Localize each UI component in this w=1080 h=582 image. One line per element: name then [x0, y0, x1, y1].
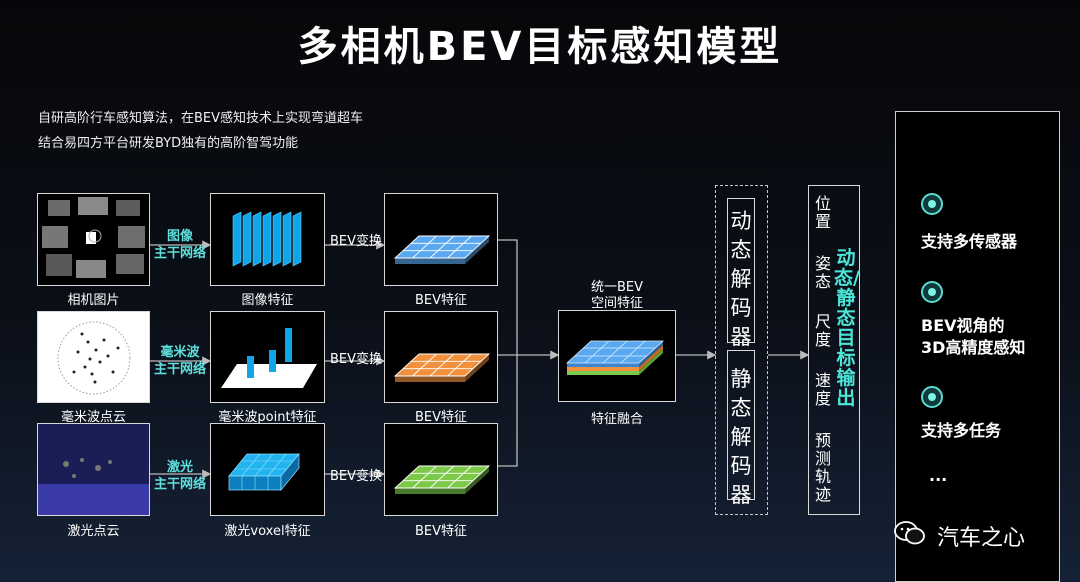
dynamic-decoder-label: 动态解码器	[730, 209, 752, 349]
image-feature-label: 图像特征	[241, 293, 294, 308]
bev-feature-box-lidar	[384, 423, 498, 516]
output-pose: 姿态	[814, 254, 831, 291]
static-decoder: 静态解码器	[727, 350, 755, 507]
radar-feature-label: 毫米波point特征	[218, 410, 317, 425]
lidar-points-box	[37, 423, 150, 516]
lidar-feature-label: 激光voxel特征	[224, 524, 311, 539]
bev-grid-line	[429, 353, 455, 377]
lidar-feature-box	[210, 423, 325, 516]
bev-grid-line	[447, 235, 472, 259]
bev-grid-side	[465, 236, 489, 264]
output-title: 动态/静态目标输出	[834, 247, 860, 409]
bev-transform-label-2: BEV变换	[330, 352, 383, 367]
bev-feature-label-lidar: BEV特征	[414, 524, 468, 539]
watermark-text: 汽车之心	[937, 526, 1026, 551]
bev-grid-lidar	[393, 465, 491, 494]
unified-bev-label: 统一BEV 空间特征	[590, 280, 644, 311]
bev-grid-radar	[393, 353, 491, 382]
output-position: 位置	[814, 194, 831, 231]
output-trajectory: 预测轨迹	[814, 431, 831, 504]
feature-multi-sensor: 支持多传感器	[921, 232, 1018, 251]
lidar-backbone-label: 激光 主干网络	[153, 460, 206, 492]
intro-line-1: 自研高阶行车感知算法，在BEV感知技术上实现弯道超车	[38, 111, 364, 126]
bev-grid-front	[395, 488, 465, 494]
bev-feature-box-camera	[384, 193, 498, 286]
page-title: 多相机BEV目标感知模型	[297, 24, 783, 70]
bev-transform-label-1: BEV变换	[330, 234, 383, 249]
image-feature-maps	[232, 211, 302, 267]
bev-grid-front	[395, 376, 465, 382]
bev-feature-box-radar	[384, 311, 498, 403]
bev-grid-line	[447, 465, 472, 489]
bev-grid-front	[395, 258, 465, 264]
intro-line-2: 结合易四方平台研发BYD独有的高阶智驾功能	[38, 136, 299, 151]
fusion-box	[558, 310, 676, 402]
bev-grid-line	[412, 353, 437, 377]
feature-ellipsis: ...	[929, 466, 948, 485]
bev-grid-line	[429, 465, 455, 489]
lidar-point-cloud	[38, 424, 149, 515]
bullet-icon	[921, 193, 943, 215]
image-feature-box	[210, 193, 325, 286]
bev-grid-side	[465, 354, 489, 382]
bev-feature-label-camera: BEV特征	[414, 293, 468, 308]
output-scale: 尺度	[814, 312, 831, 349]
bev-grid-side	[465, 466, 489, 494]
lidar-voxel-feature	[228, 453, 300, 491]
radar-point-cloud	[38, 312, 149, 402]
bullet-icon	[921, 281, 943, 303]
bev-grid-line	[429, 235, 455, 259]
radar-feature-box	[210, 311, 325, 403]
feature-bev-view: BEV视角的	[921, 316, 1005, 335]
fused-bev-stack	[565, 340, 665, 375]
bev-feature-label-radar: BEV特征	[414, 410, 468, 425]
camera-images-label: 相机图片	[67, 293, 120, 308]
feature-fusion-label: 特征融合	[590, 412, 643, 427]
radar-points-box	[37, 311, 150, 403]
bev-grid-line	[447, 353, 472, 377]
feature-panel	[895, 111, 1060, 582]
bev-grid-line	[412, 465, 437, 489]
lidar-points-label: 激光点云	[67, 524, 120, 539]
dynamic-decoder: 动态解码器	[727, 198, 755, 349]
radar-point-feature	[221, 328, 317, 388]
camera-images-thumbnail	[42, 197, 145, 278]
bev-transform-label-3: BEV变换	[330, 469, 383, 484]
bev-grid-camera	[393, 235, 491, 264]
image-backbone-label: 图像 主干网络	[153, 229, 206, 261]
bullet-icon	[921, 386, 943, 408]
output-box	[808, 185, 860, 515]
wechat-icon	[893, 520, 927, 546]
decoder-group	[715, 185, 768, 515]
bev-grid-line	[412, 235, 437, 259]
radar-points-label: 毫米波点云	[60, 410, 126, 425]
feature-multi-task: 支持多任务	[921, 421, 1002, 440]
camera-images-box	[37, 193, 150, 286]
output-velocity: 速度	[814, 371, 831, 408]
radar-backbone-label: 毫米波 主干网络	[153, 345, 206, 377]
feature-3d-precision: 3D高精度感知	[921, 338, 1026, 357]
static-decoder-label: 静态解码器	[730, 367, 752, 507]
